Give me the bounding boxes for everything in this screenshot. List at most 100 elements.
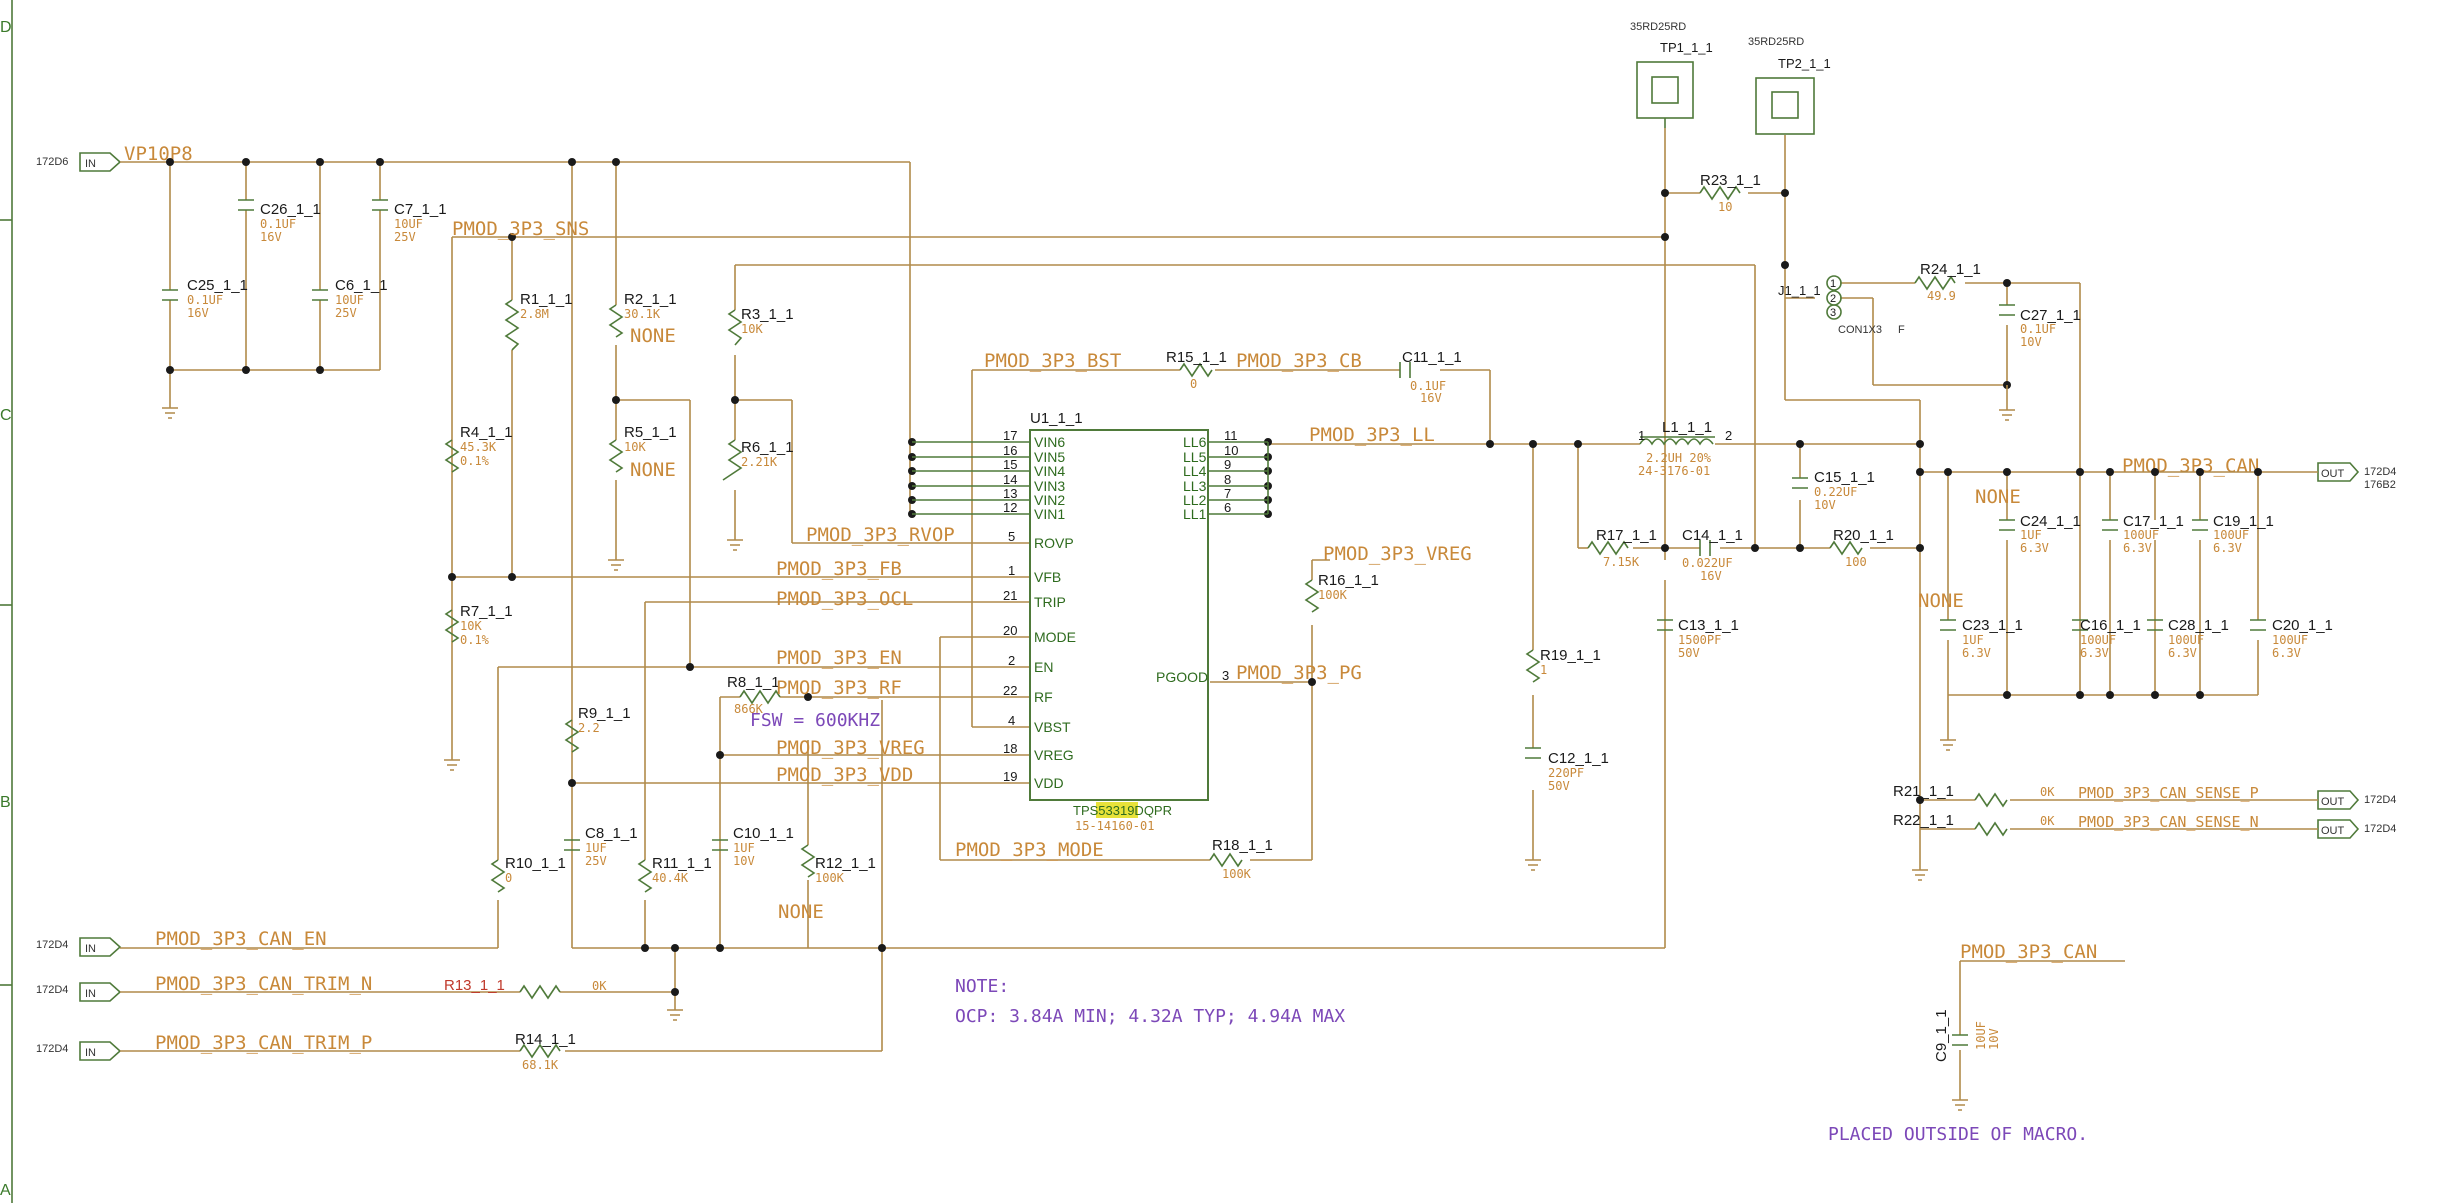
comp-r6[interactable]: R6_1_12.21K [741,439,794,469]
comp-r23[interactable]: R23_1_110 [1700,172,1761,214]
port-can-trim-n[interactable]: 172D4 IN PMOD_3P3_CAN_TRIM_N [36,973,372,1002]
comp-r17[interactable]: R17_1_17.15K [1596,527,1657,569]
inductor-l1[interactable]: 1 2 [1638,428,1732,446]
svg-text:2.2: 2.2 [578,721,600,735]
net-label-vdd: PMOD_3P3_VDD [776,764,913,786]
svg-text:19: 19 [1003,769,1017,784]
comp-r1[interactable]: R1_1_12.8M [520,291,573,321]
svg-text:C13_1_1: C13_1_1 [1678,617,1739,634]
svg-text:LL1: LL1 [1183,506,1207,522]
port-can-en[interactable]: 172D4 IN PMOD_3P3_CAN_EN [36,928,327,957]
connector-j1[interactable]: 1 2 3 J1_1_1 CON1X3 F [1778,275,1905,336]
comp-r24[interactable]: R24_1_149.9 [1920,261,1981,303]
svg-text:21: 21 [1003,588,1017,603]
svg-text:R19_1_1: R19_1_1 [1540,647,1601,664]
svg-text:14: 14 [1003,472,1017,487]
testpoint-tp2[interactable]: 35RD25RD TP2_1_1 [1748,36,1831,135]
svg-text:R24_1_1: R24_1_1 [1920,261,1981,278]
svg-text:R6_1_1: R6_1_1 [741,439,794,456]
comp-r19[interactable]: R19_1_11 [1540,647,1601,677]
svg-text:1: 1 [1830,278,1836,290]
comp-r11[interactable]: R11_1_140.4K [652,855,712,885]
svg-text:13: 13 [1003,486,1017,501]
svg-text:1UF: 1UF [1962,633,1984,647]
svg-text:R12_1_1: R12_1_1 [815,855,876,872]
svg-text:VIN3: VIN3 [1034,478,1065,494]
port-can-trim-p[interactable]: 172D4 IN PMOD_3P3_CAN_TRIM_P [36,1032,372,1061]
testpoint-tp1[interactable]: 35RD25RD TP1_1_1 [1630,21,1713,128]
svg-text:15: 15 [1003,457,1017,472]
comp-r10[interactable]: R10_1_10 [505,855,566,885]
comp-r9[interactable]: R9_1_12.2 [578,705,631,735]
net-label-vreg-2: PMOD_3P3_VREG [1323,543,1472,565]
svg-text:6.3V: 6.3V [2020,541,2049,555]
net-label-can-out: PMOD_3P3_CAN [2122,455,2259,477]
svg-text:10V: 10V [1987,1028,2001,1050]
svg-text:C14_1_1: C14_1_1 [1682,527,1743,544]
svg-text:VIN6: VIN6 [1034,434,1065,450]
port-sense-p[interactable]: OUT 172D4 PMOD_3P3_CAN_SENSE_P [2078,784,2396,810]
port-sense-n[interactable]: OUT 172D4 PMOD_3P3_CAN_SENSE_N [2078,813,2396,839]
svg-text:R15_1_1: R15_1_1 [1166,349,1227,366]
svg-text:MODE: MODE [1034,629,1076,645]
comp-r14[interactable]: R14_1_168.1K [515,1031,576,1072]
svg-text:RF: RF [1034,689,1053,705]
svg-text:100UF: 100UF [2123,528,2159,542]
svg-text:R23_1_1: R23_1_1 [1700,172,1761,189]
comp-r15[interactable]: R15_1_10 [1166,349,1227,391]
port-label: IN [85,158,96,170]
resistor-symbols [444,185,2008,1059]
svg-text:2: 2 [1725,428,1732,443]
net-label-mode: PMOD_3P3_MODE [955,839,1104,861]
svg-text:10K: 10K [460,619,482,633]
svg-text:0.1%: 0.1% [460,633,490,647]
comp-l1[interactable]: L1_1_12.2UH 20%24-3176-01 [1638,419,1712,478]
svg-text:VBST: VBST [1034,719,1071,735]
none-label-2: NONE [1918,590,1964,612]
port-vp10p8[interactable]: 172D6 IN VP10P8 [36,143,193,172]
svg-text:100UF: 100UF [2213,528,2249,542]
svg-text:C24_1_1: C24_1_1 [2020,513,2081,530]
comp-r4[interactable]: R4_1_145.3K0.1% [460,424,513,468]
svg-text:C9_1_1: C9_1_1 [1933,1009,1950,1062]
svg-text:C25_1_1: C25_1_1 [187,277,248,294]
